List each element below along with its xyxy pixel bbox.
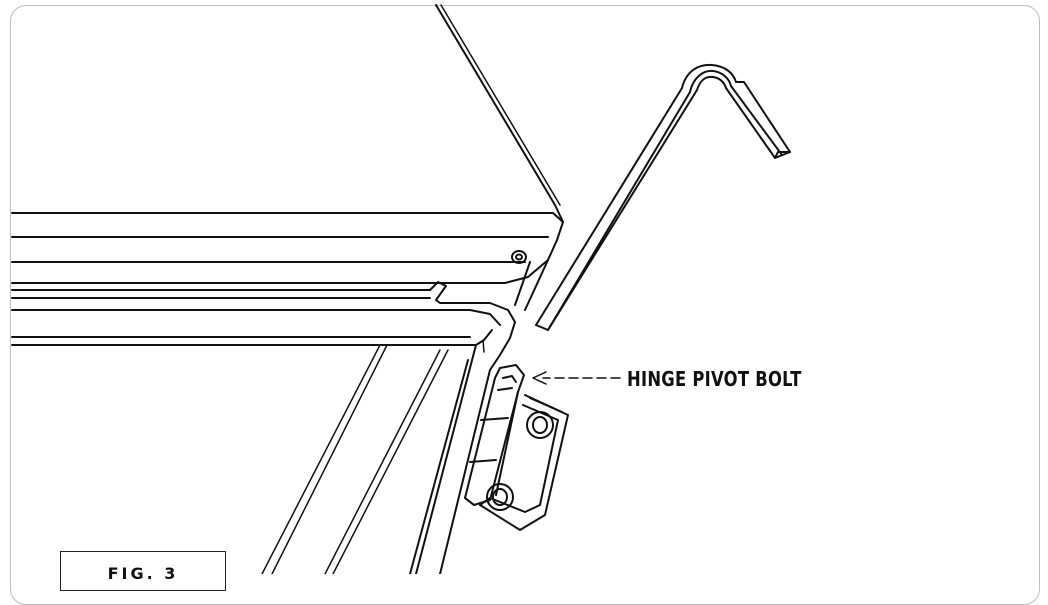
lid-screw (511, 250, 527, 264)
hinge-diagram (11, 4, 791, 574)
hex-key (535, 63, 791, 331)
hinge (464, 364, 569, 531)
callout-label: HINGE PIVOT BOLT (627, 367, 802, 391)
callout-leader (532, 371, 621, 385)
figure-frame (10, 5, 1040, 605)
lid-panel (11, 4, 564, 284)
figure-caption-box: FIG. 3 (60, 551, 226, 591)
lower-frame (11, 259, 549, 574)
inner-panel (261, 344, 449, 574)
